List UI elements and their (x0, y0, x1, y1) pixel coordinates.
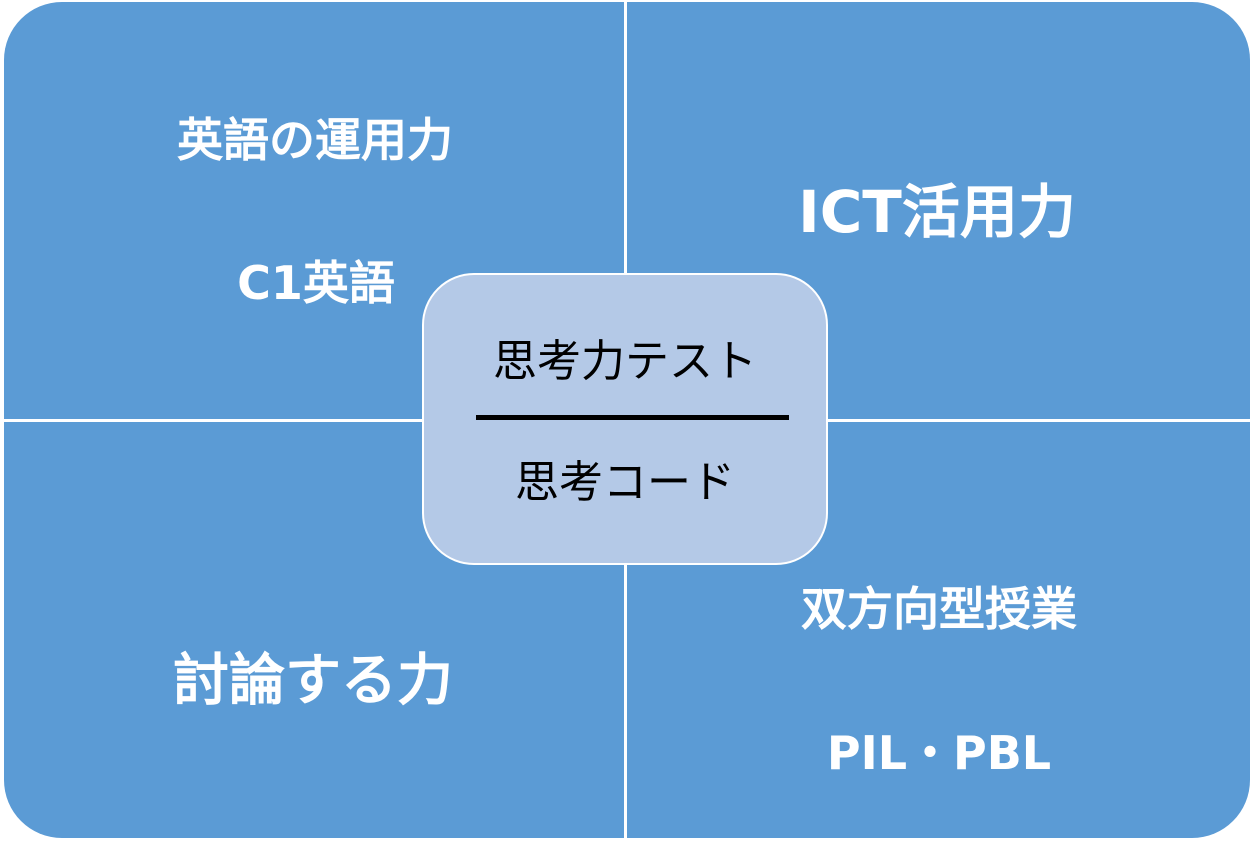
label-pil-pbl: PIL・PBL (826, 726, 1052, 780)
quadrant-top-left: 英語の運用力 C1英語 (4, 2, 624, 419)
label-english-proficiency: 英語の運用力 (177, 113, 453, 167)
divider-line (476, 415, 789, 420)
center-box: 思考力テスト 思考コード (422, 273, 828, 565)
label-thinking-code: 思考コード (515, 457, 735, 508)
label-discussion-skills: 討論する力 (173, 648, 453, 714)
label-ict-skills: ICT活用力 (798, 178, 1076, 246)
quadrant-bottom-left: 討論する力 (4, 422, 624, 838)
label-c1-english: C1英語 (237, 256, 395, 310)
label-interactive-classes: 双方向型授業 (801, 582, 1077, 636)
label-thinking-test: 思考力テスト (493, 336, 757, 387)
